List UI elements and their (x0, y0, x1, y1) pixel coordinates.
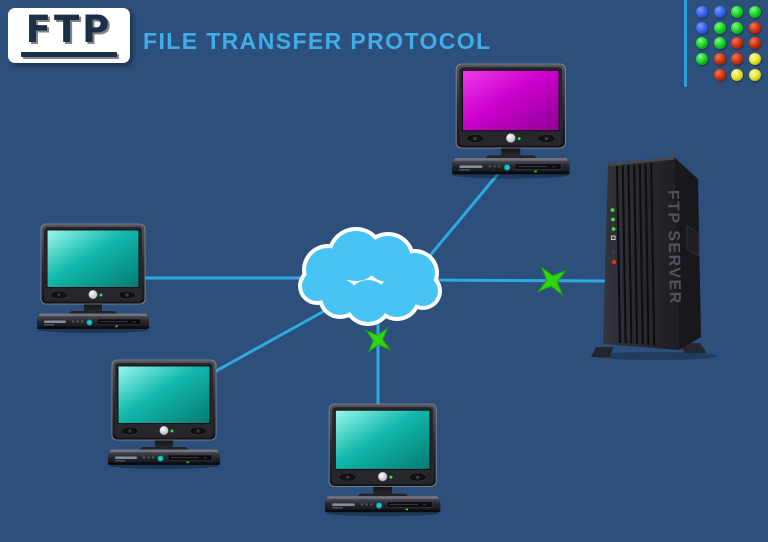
blocked-x-icon (536, 265, 568, 297)
dot-red (731, 53, 744, 66)
connection-top-to-cloud (426, 172, 500, 260)
server-leds (610, 208, 617, 265)
dot-red (713, 68, 726, 81)
ftp-logo-text: FTP (25, 8, 113, 51)
screen (461, 69, 560, 132)
screen (334, 409, 431, 470)
server-red-led (611, 259, 617, 265)
dot-red (713, 53, 726, 66)
cloud-body (302, 231, 438, 322)
dot-green (713, 21, 726, 34)
dots-grid (696, 6, 766, 86)
dot-green (696, 37, 708, 50)
dot-yellow (731, 68, 744, 81)
ftp-logo-underline (21, 52, 117, 57)
computer-node-left (36, 223, 150, 334)
dot-yellow (748, 68, 761, 81)
screen (117, 365, 211, 424)
dot-red (731, 37, 744, 50)
dot-green (713, 37, 726, 50)
ftp-logo-box: FTP (8, 8, 130, 63)
computer-node-top (451, 63, 571, 179)
dot-green (748, 6, 761, 18)
dot-blue (696, 21, 708, 34)
dot-yellow (748, 53, 761, 66)
computer-node-bottom-left (107, 359, 221, 470)
dot-blue (696, 6, 708, 18)
header-accent-line (684, 0, 687, 87)
dot-green (731, 21, 744, 34)
server-side-panel (686, 225, 700, 257)
dot-red (748, 21, 761, 34)
connection-bottomleft-to-cloud (205, 303, 337, 378)
connection-cloud-to-server (413, 278, 614, 283)
protocol-title: FILE TRANSFER PROTOCOL (143, 28, 492, 54)
screen (46, 229, 140, 288)
blocked-x-icon (364, 326, 392, 354)
server-label: FTP SERVER (664, 190, 683, 305)
ftp-server-node: FTP SERVER (591, 157, 717, 360)
server-side-face (674, 157, 701, 350)
internet-cloud (298, 227, 442, 326)
computer-node-bottom-center (324, 403, 441, 517)
dot-red (748, 37, 761, 50)
server-grille (615, 162, 656, 346)
dot-green (696, 53, 708, 66)
dot-blue (713, 6, 726, 18)
blocked-markers (364, 265, 568, 354)
server-foot-left (591, 347, 614, 357)
dot-green (731, 6, 744, 18)
